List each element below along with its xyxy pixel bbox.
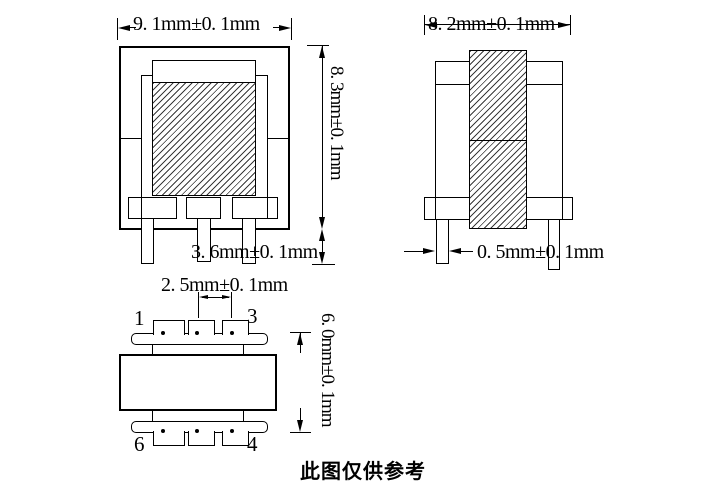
front-winding-hatch bbox=[152, 82, 256, 196]
front-pin-length-dim-shaft bbox=[322, 238, 323, 253]
top-pitch-extension-line-right bbox=[231, 292, 232, 318]
pin-dot bbox=[195, 429, 199, 433]
side-pin-right bbox=[548, 219, 560, 270]
arrow-left-icon bbox=[449, 248, 461, 254]
front-pin-right bbox=[242, 218, 256, 264]
front-core-joint-line-left bbox=[121, 138, 142, 139]
top-pin-tab bbox=[188, 320, 215, 335]
front-width-extension-line-left bbox=[117, 18, 118, 40]
side-body-line-over-block-left bbox=[435, 197, 436, 220]
pin-dot bbox=[195, 331, 199, 335]
pin-number-1: 1 bbox=[134, 306, 145, 330]
front-width-dim-shaft-right bbox=[273, 27, 281, 28]
pin-dot bbox=[161, 331, 165, 335]
arrow-down-icon bbox=[297, 420, 303, 432]
arrow-down-icon bbox=[319, 252, 325, 264]
top-pitch-dim-line bbox=[202, 297, 229, 298]
top-length-dim-shaft-lower bbox=[300, 408, 301, 421]
side-pin-block-right bbox=[526, 197, 573, 220]
side-width-dim-line bbox=[425, 24, 570, 25]
side-body-left bbox=[435, 61, 470, 198]
front-pin-length-extension-tick-bottom bbox=[312, 264, 335, 265]
front-core-joint-line-right bbox=[268, 138, 288, 139]
top-pin-tab bbox=[222, 431, 249, 446]
arrow-down-icon bbox=[319, 217, 325, 229]
arrow-left-icon bbox=[199, 295, 208, 299]
arrow-up-icon bbox=[319, 229, 325, 241]
side-pin-width-dim-label: 0. 5mm±0. 1mm bbox=[477, 241, 604, 263]
top-pitch-dim-label: 2. 5mm±0. 1mm bbox=[161, 274, 288, 296]
pin-number-4: 4 bbox=[247, 432, 258, 456]
pin-dot bbox=[230, 331, 234, 335]
side-pin-width-dim-shaft-right bbox=[461, 251, 473, 252]
top-body-outline bbox=[119, 354, 277, 411]
side-pin-block-left bbox=[424, 197, 470, 220]
front-pin-left bbox=[141, 218, 154, 264]
pin-dot bbox=[161, 429, 165, 433]
arrow-left-icon bbox=[118, 25, 130, 31]
front-core-leg-line-right bbox=[267, 75, 268, 219]
top-length-dim-shaft-upper bbox=[300, 333, 301, 353]
side-winding-divider-line bbox=[470, 140, 526, 141]
side-flange-line-right bbox=[526, 84, 563, 85]
side-winding-hatch bbox=[469, 50, 527, 229]
front-height-dim-label: 8. 3mm±0. 1mm bbox=[326, 66, 347, 180]
front-height-dim-shaft bbox=[322, 46, 323, 218]
side-width-extension-line-right bbox=[570, 15, 571, 35]
front-leg-line-over-block-left bbox=[141, 197, 142, 219]
top-length-extension-tick-top bbox=[290, 332, 311, 333]
front-pin-block-middle bbox=[186, 197, 221, 219]
top-connector-line bbox=[152, 411, 153, 421]
front-width-dim-label: 9. 1mm±0. 1mm bbox=[133, 13, 260, 35]
front-pin-length-dim-label: 3. 6mm±0. 1mm bbox=[191, 241, 318, 263]
top-pin-tab bbox=[153, 431, 185, 446]
pin-dot bbox=[230, 429, 234, 433]
front-flange-stub-left bbox=[141, 75, 152, 76]
front-pin-block-right bbox=[232, 197, 278, 219]
front-pin-middle bbox=[197, 218, 211, 262]
arrow-right-icon bbox=[423, 248, 435, 254]
top-length-dim-label: 6. 0mm±0. 1mm bbox=[317, 313, 338, 427]
front-width-extension-line-right bbox=[291, 18, 292, 40]
front-height-extension-tick-top bbox=[307, 45, 329, 46]
arrow-left-icon bbox=[425, 22, 437, 28]
top-connector-line bbox=[243, 411, 244, 421]
top-pin-tab bbox=[153, 320, 185, 335]
top-length-extension-tick-bottom bbox=[290, 432, 311, 433]
front-leg-line-over-block-right bbox=[267, 197, 268, 219]
pin-number-3: 3 bbox=[247, 304, 258, 328]
side-body-right bbox=[526, 61, 563, 198]
side-pin-left bbox=[436, 219, 449, 264]
top-connector-line bbox=[152, 344, 153, 354]
front-flange-stub-right bbox=[255, 75, 268, 76]
side-pin-width-dim-shaft-left bbox=[404, 251, 423, 252]
top-pin-tab bbox=[188, 431, 215, 446]
side-width-extension-line-left bbox=[424, 15, 425, 35]
arrow-right-icon bbox=[558, 22, 570, 28]
front-bobbin-flange bbox=[152, 60, 256, 83]
arrow-right-icon bbox=[279, 25, 291, 31]
front-width-dim-shaft-left bbox=[128, 27, 136, 28]
reference-note: 此图仅供参考 bbox=[300, 461, 426, 483]
front-pin-block-left bbox=[128, 197, 177, 219]
top-pin-tab bbox=[222, 320, 249, 335]
side-flange-line-left bbox=[435, 84, 470, 85]
top-connector-line bbox=[243, 344, 244, 354]
arrow-right-icon bbox=[222, 295, 231, 299]
side-body-line-over-block-right bbox=[562, 197, 563, 220]
front-core-leg-line-left bbox=[141, 75, 142, 219]
top-pitch-extension-line-left bbox=[198, 292, 199, 318]
pin-number-6: 6 bbox=[134, 432, 145, 456]
